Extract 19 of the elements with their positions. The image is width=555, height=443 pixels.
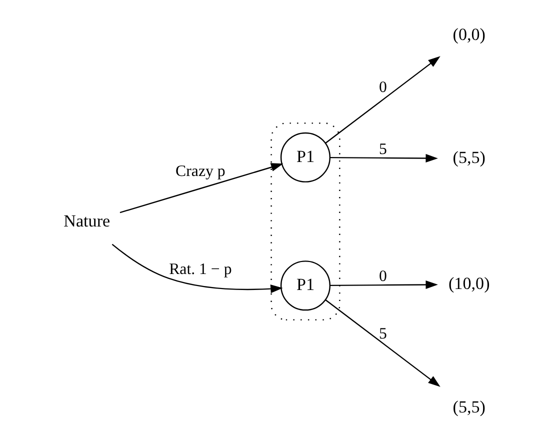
node-circle: P1 (280, 132, 330, 182)
arrow (111, 244, 282, 294)
node-text: (10,0) (448, 274, 490, 293)
node-circle: P1 (280, 260, 330, 311)
edge-label: 5 (378, 141, 387, 158)
node-text: (0,0) (452, 24, 486, 44)
node-text: (5,5) (452, 397, 486, 416)
arrow (119, 163, 283, 214)
arrow (330, 154, 438, 163)
arrow (324, 56, 440, 144)
arrow (324, 299, 440, 387)
edge-label: 5 (378, 326, 387, 343)
arrow (330, 280, 438, 289)
edge-label: 0 (378, 268, 387, 286)
edge-label: Rat. 1 − p (168, 260, 232, 278)
node-text: (5,5) (452, 148, 486, 168)
edge-label: Crazy p (175, 163, 225, 180)
node-text: Nature (63, 212, 110, 231)
edge-label: 0 (378, 78, 387, 96)
